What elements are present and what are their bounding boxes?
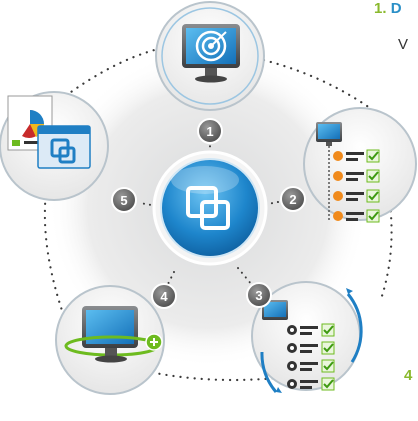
step-heading-number: 1. xyxy=(374,0,387,17)
step-2-number: 2 xyxy=(289,192,296,207)
target-monitor-icon xyxy=(182,24,240,83)
settings-checklist-icon xyxy=(262,300,335,391)
step-2-circle xyxy=(303,107,417,223)
checklist-monitor-icon xyxy=(316,122,380,223)
report-window-icon xyxy=(7,95,91,169)
step-4-number: 4 xyxy=(160,289,168,304)
step-subtitle: V xyxy=(398,36,409,53)
spokes xyxy=(139,127,279,289)
step-3-badge: 3 xyxy=(246,282,272,308)
step-3-number: 3 xyxy=(255,288,262,303)
step-1-number: 1 xyxy=(206,124,213,139)
step-5-badge: 5 xyxy=(111,187,137,213)
step-heading: 1. D xyxy=(374,0,402,17)
step-4-badge: 4 xyxy=(151,283,177,309)
step-5-circle xyxy=(0,91,109,201)
center-hub xyxy=(152,150,268,266)
step-heading-text: D xyxy=(390,0,402,17)
bottom-step-number: 4 xyxy=(404,367,413,384)
monitor-add-icon xyxy=(64,306,163,363)
step-5-number: 5 xyxy=(120,193,127,208)
step-1-badge: 1 xyxy=(197,118,223,144)
step-1-circle xyxy=(155,1,265,111)
step-3-circle xyxy=(251,281,363,393)
step-2-badge: 2 xyxy=(280,186,306,212)
step-4-circle xyxy=(55,285,165,395)
overlapping-squares-icon xyxy=(186,186,230,230)
